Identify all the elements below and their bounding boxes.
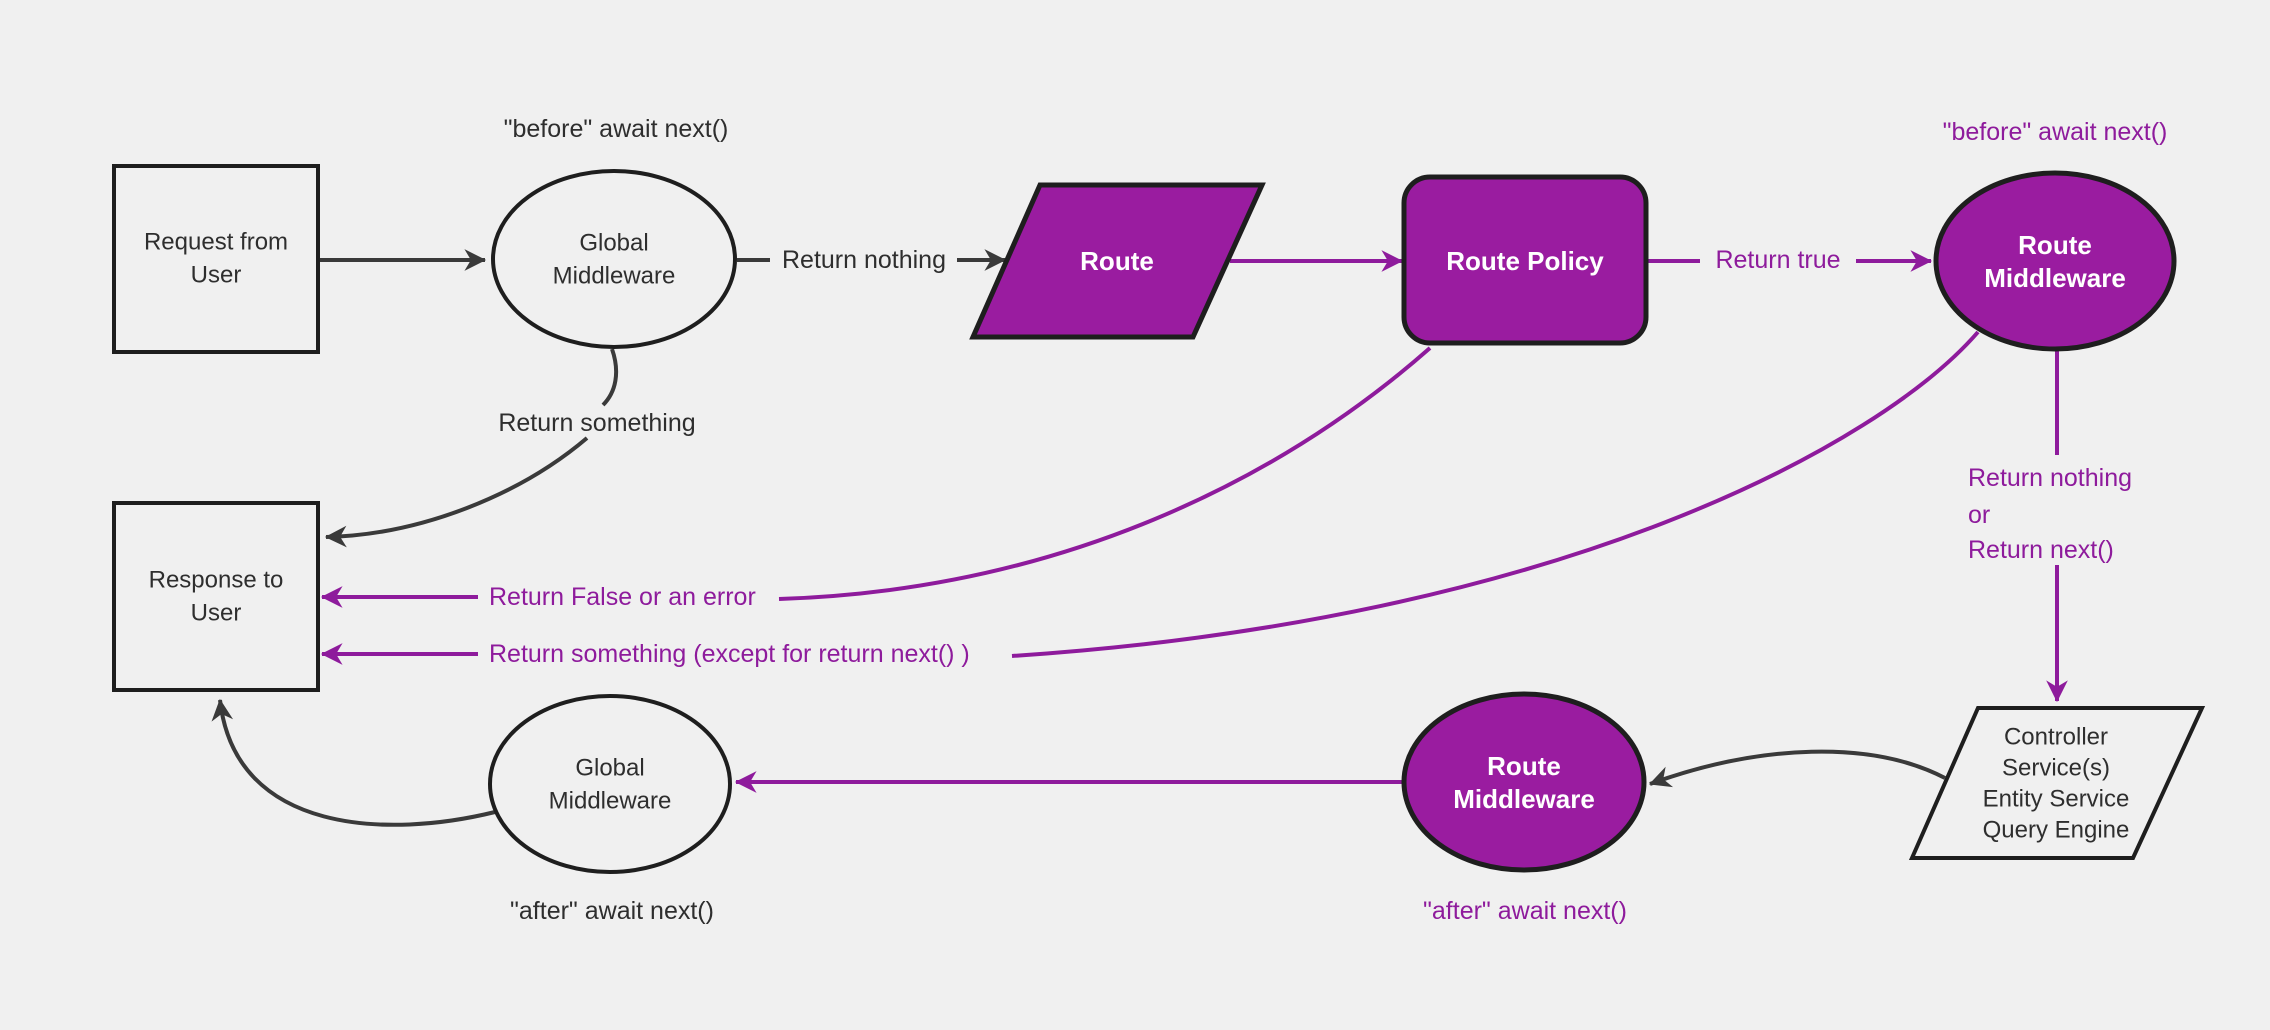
return-nothing-or-next-line2: or	[1968, 501, 1990, 529]
node-response-to-user: Response to User	[112, 501, 320, 692]
return-nothing-label: Return nothing	[782, 246, 946, 274]
route-shape	[969, 182, 1266, 340]
node-route-policy: Route Policy	[1401, 174, 1649, 346]
route-policy-label: Route Policy	[1446, 246, 1604, 276]
edge-global-bottom-to-response	[211, 698, 496, 827]
edge-return-false-curve	[778, 346, 1432, 601]
global-middleware-bottom-shape	[488, 694, 732, 874]
return-something-label: Return something	[498, 409, 695, 437]
return-nothing-or-next-line3: Return next()	[1968, 536, 2114, 564]
return-something-except-label: Return something (except for return next…	[489, 640, 970, 668]
global-middleware-bottom-label-line1: Global	[575, 755, 644, 782]
global-middleware-top-shape	[491, 169, 737, 349]
node-route-middleware-bottom: Route Middleware	[1401, 691, 1647, 873]
global-middleware-top-label-line1: Global	[579, 230, 648, 257]
controller-shape	[1908, 706, 2206, 860]
route-middleware-top-shape	[1933, 170, 2177, 352]
request-box-label-line2: User	[191, 262, 242, 289]
response-box-shape	[112, 501, 320, 692]
controller-label-line1: Controller	[2004, 724, 2108, 751]
before-await-next-top-right-label: "before" await next()	[1943, 118, 2168, 146]
node-route: Route	[969, 182, 1266, 340]
node-route-middleware-top: Route Middleware	[1933, 170, 2177, 352]
return-nothing-or-next-line1: Return nothing	[1968, 464, 2132, 492]
node-global-middleware-bottom: Global Middleware	[488, 694, 732, 874]
edge-return-something-tail	[601, 348, 619, 407]
controller-label-line2: Service(s)	[2002, 755, 2110, 782]
edge-controller-to-route-middleware-bottom	[1648, 749, 1946, 788]
route-middleware-bottom-label-line2: Middleware	[1453, 784, 1595, 814]
response-box-label-line1: Response to	[149, 567, 284, 594]
route-middleware-top-label-line2: Middleware	[1984, 263, 2126, 293]
node-controller-services: Controller Service(s) Entity Service Que…	[1908, 706, 2206, 860]
after-await-next-bottom-mid-label: "after" await next()	[1423, 897, 1627, 925]
route-middleware-bottom-label-line1: Route	[1487, 751, 1561, 781]
route-middleware-bottom-shape	[1401, 691, 1647, 873]
return-nothing-or-next-label: Return nothing or Return next()	[1968, 464, 2132, 564]
route-middleware-top-label-line1: Route	[2018, 230, 2092, 260]
node-global-middleware-top: Global Middleware	[491, 169, 737, 349]
return-true-label: Return true	[1715, 246, 1840, 274]
edge-return-something-except-curve	[1011, 330, 1980, 658]
controller-label-line4: Query Engine	[1983, 817, 2130, 844]
request-box-label-line1: Request from	[144, 229, 288, 256]
node-request-from-user: Request from User	[112, 164, 320, 354]
return-false-or-error-label: Return False or an error	[489, 583, 756, 611]
before-await-next-top-left-label: "before" await next()	[504, 115, 729, 143]
route-label: Route	[1080, 246, 1154, 276]
controller-label-line3: Entity Service	[1983, 786, 2130, 813]
edge-return-something-head	[324, 436, 589, 548]
after-await-next-bottom-left-label: "after" await next()	[510, 897, 714, 925]
request-box-shape	[112, 164, 320, 354]
global-middleware-top-label-line2: Middleware	[553, 263, 676, 290]
response-box-label-line2: User	[191, 600, 242, 627]
global-middleware-bottom-label-line2: Middleware	[549, 788, 672, 815]
route-policy-shape	[1401, 174, 1649, 346]
